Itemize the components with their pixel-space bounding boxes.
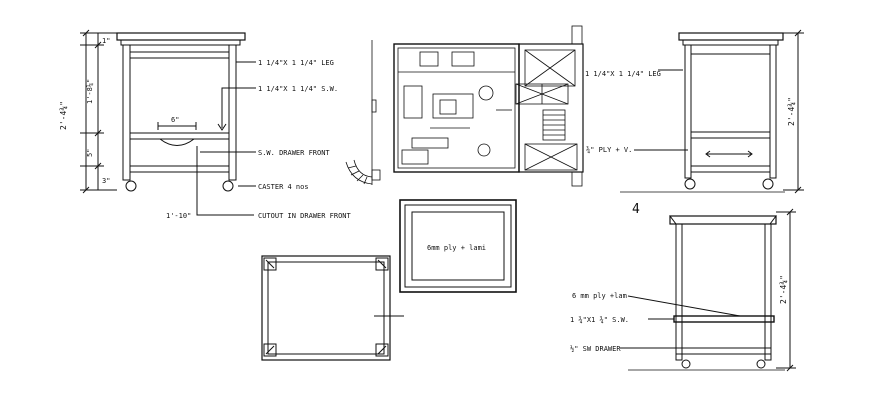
label-caster: CASTER 4 nos — [258, 183, 309, 191]
dim-overall-section: 2'-4¾" — [779, 275, 788, 304]
section-right: 6 mm ply +lam 1 ¾"X1 ¾" S.W. ½" SW DRAWE… — [570, 208, 796, 372]
floor-plan — [345, 25, 584, 187]
label-sw: 1 1/4"X 1 1/4" S.W. — [258, 85, 338, 93]
dim-top-small: 1" — [102, 37, 110, 45]
label-drawer-section: ½" SW DRAWER — [570, 345, 621, 353]
label-drawer-front: S.W. DRAWER FRONT — [258, 149, 330, 157]
dim-bottom-small: 3" — [102, 177, 110, 185]
left-elevation: 6" 2'-4¾" 1'-8¼" 5" 1" 3" 1 1/4"X 1 1/4"… — [59, 29, 352, 220]
label-ply-right: ¾" PLY + V. — [586, 146, 632, 154]
dim-overall-right: 2'-4¾" — [787, 97, 796, 126]
top-view-middle: 6mm ply + lami — [399, 199, 517, 293]
plan-view-left — [261, 255, 404, 361]
dim-overall-height: 2'-4¾" — [59, 101, 68, 130]
label-cutout: CUTOUT IN DRAWER FRONT — [258, 212, 352, 220]
dim-width: 1'-10" — [166, 212, 191, 220]
label-sw-section: 1 ¾"X1 ¾" S.W. — [570, 316, 629, 324]
dim-cut-width: 6" — [171, 116, 179, 124]
view-number: 4 — [632, 202, 640, 217]
right-elevation: 1 1/4"X 1 1/4" LEG ¾" PLY + V. 2'-4¾" — [585, 29, 804, 194]
label-leg: 1 1/4"X 1 1/4" LEG — [258, 59, 334, 67]
dim-mid-height: 5" — [86, 149, 94, 157]
dim-top-height: 1'-8¼" — [86, 79, 94, 104]
label-top-lami: 6mm ply + lami — [427, 244, 486, 252]
label-leg-right: 1 1/4"X 1 1/4" LEG — [585, 70, 661, 78]
label-ply-section: 6 mm ply +lam — [572, 292, 627, 300]
